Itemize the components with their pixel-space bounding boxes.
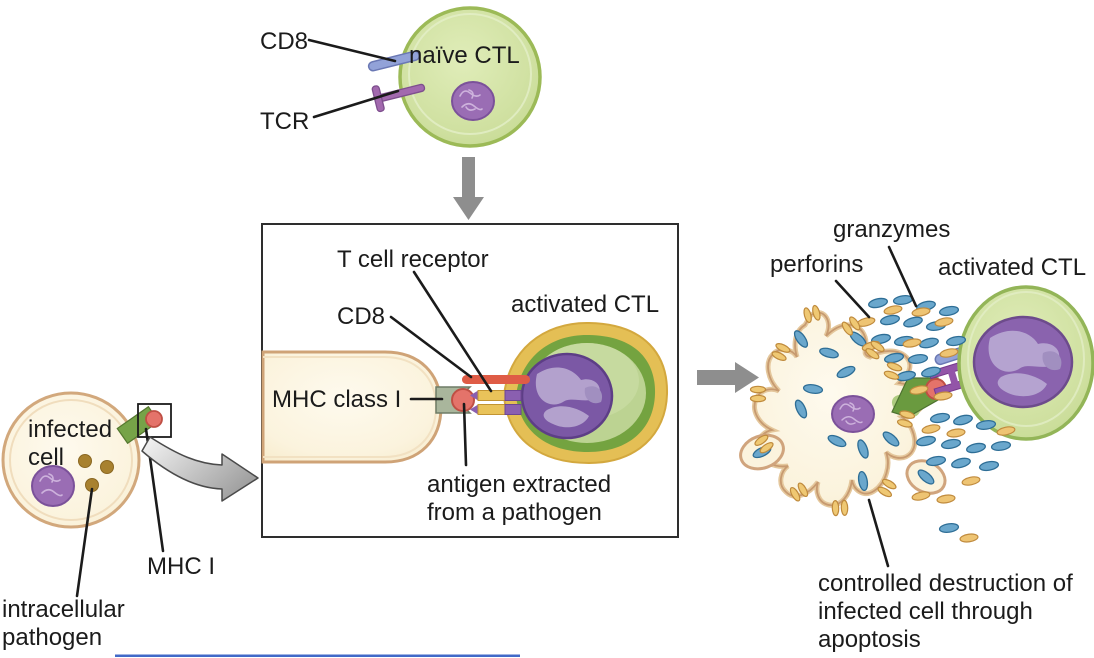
- naive-ctl-cell: [398, 6, 542, 148]
- cd8-box-label: CD8: [337, 303, 386, 330]
- tcr-chain-lower-icon: [470, 404, 522, 415]
- pathogen-dot: [100, 460, 114, 474]
- naive-ctl-nucleus: [451, 81, 495, 121]
- infected-cell-nucleus: [31, 465, 75, 507]
- infected-cell-label: infected cell: [28, 416, 113, 471]
- apoptotic-cell: [752, 310, 926, 508]
- activated-ctl-box-label: activated CTL: [511, 291, 660, 318]
- intracellular-pathogen-leader-line: [75, 487, 94, 598]
- tcell-receptor-label: T cell receptor: [337, 246, 489, 273]
- tcr-leader-line: [312, 89, 400, 119]
- down-arrow: [453, 157, 484, 220]
- zoom-arrow: [141, 436, 259, 502]
- tcr-top-label: TCR: [260, 108, 310, 135]
- pathogen-dot: [78, 454, 92, 468]
- bottom-blue-line: [115, 654, 520, 657]
- antigen-on-mhc1-icon: [145, 410, 163, 428]
- antigen-label: antigen extracted from a pathogen: [427, 471, 612, 526]
- tcr-chain-upper-icon: [470, 390, 522, 401]
- zoom-region-box: [137, 403, 172, 438]
- apoptotic-cell-nucleus: [831, 395, 875, 433]
- activated-ctl-right-label: activated CTL: [938, 254, 1087, 281]
- intracellular-pathogen-label: intracellular pathogen: [2, 596, 125, 651]
- infected-cell: [1, 391, 141, 529]
- perforins-icons: [856, 305, 1016, 543]
- perforin-membrane-pairs: [749, 304, 916, 517]
- right-arrow: [697, 362, 759, 393]
- mhc1-label: MHC I: [147, 553, 215, 580]
- activated-ctl-box-cell: [502, 321, 669, 465]
- destruction-caption: controlled destruction of infected cell …: [818, 570, 1073, 653]
- activated-ctl-box-nucleus: [520, 352, 614, 440]
- cd8-red-bar-icon: [462, 375, 530, 384]
- naive-ctl-label: naïve CTL: [409, 42, 520, 69]
- cd8-box-leader-line: [389, 315, 473, 379]
- cd8-top-label: CD8: [260, 28, 309, 55]
- activated-ctl-right-nucleus: [972, 315, 1074, 409]
- destruction-leader-line: [867, 498, 890, 568]
- perforins-label: perforins: [770, 251, 864, 278]
- perforins-leader-line: [834, 279, 871, 319]
- granzymes-label: granzymes: [833, 216, 951, 243]
- granzymes-leader-line: [887, 245, 918, 308]
- mhc-class1-label: MHC class I: [272, 386, 402, 413]
- tcr-receptor-icon: [371, 83, 426, 113]
- cd8-leader-line: [307, 38, 397, 63]
- activated-ctl-right-cell: [957, 285, 1094, 441]
- antigen-leader-line: [462, 402, 468, 467]
- tcell-receptor-leader-line: [412, 270, 493, 393]
